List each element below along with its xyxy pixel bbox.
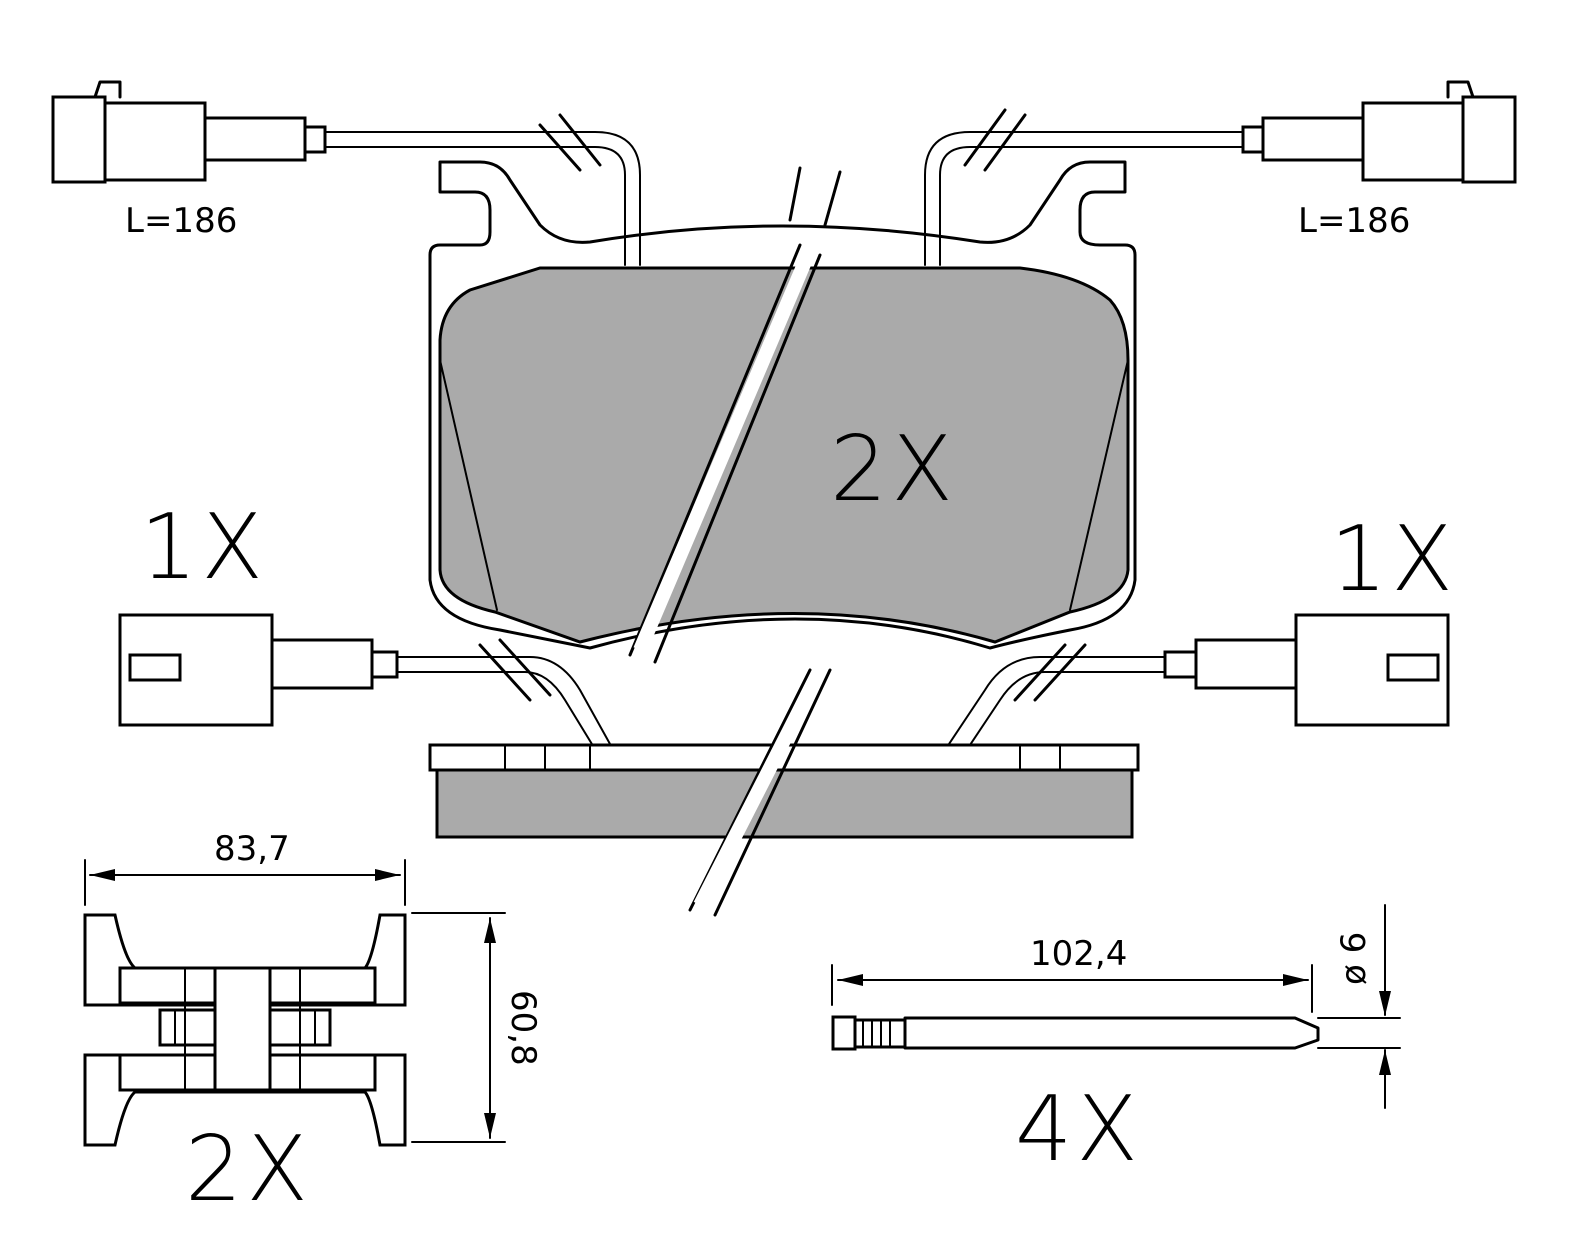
pin-quantity-label: 4X	[1015, 1077, 1142, 1182]
width-dimension-label: 83,7	[214, 829, 290, 869]
clip-drawing: 83,7 60,8 2X	[83, 829, 543, 1222]
pin-diameter-dimension-label: ø 6	[1334, 932, 1374, 985]
backing-plate	[428, 160, 1137, 650]
pad-side-view	[428, 666, 1140, 917]
sensor-right	[918, 613, 1450, 802]
clip-quantity-label: 2X	[185, 1117, 312, 1222]
friction-material	[438, 266, 1130, 644]
pin-length-dimension-label: 102,4	[1030, 934, 1127, 974]
sensor-left-quantity-label: 1X	[140, 495, 267, 600]
sensor-right-quantity-label: 1X	[1330, 507, 1457, 612]
height-dimension-label: 60,8	[503, 990, 543, 1066]
wire-length-right-label: L=186	[1298, 201, 1410, 241]
sensor-connector-top-left	[51, 80, 641, 266]
sensor-connector-top-right	[924, 80, 1517, 266]
wire-length-left-label: L=186	[125, 201, 237, 241]
pad-quantity-label: 2X	[830, 417, 957, 522]
pin-drawing: 102,4 ø 6 4X	[831, 904, 1401, 1182]
sensor-left	[118, 613, 647, 802]
